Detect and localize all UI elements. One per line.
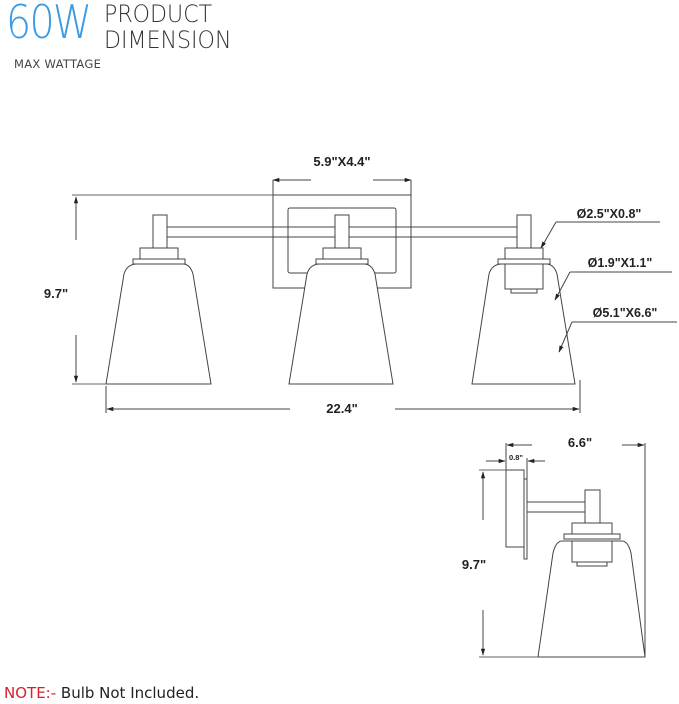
side-depth-label: 6.6" [568,435,592,450]
side-height-label: 9.7" [462,557,486,572]
front-height-label: 9.7" [44,286,68,301]
product-header: 60W PRODUCT DIMENSION MAX WATTAGE [0,0,260,80]
lamp-right [471,214,576,385]
callout-socket: Ø1.9"X1.1" [588,256,653,270]
note-label: NOTE:- [4,684,57,702]
front-width-label: 22.4" [326,401,357,416]
callout-shade: Ø5.1"X6.6" [593,306,658,320]
title-product: PRODUCT [104,0,213,28]
front-view [72,177,677,413]
lamp-center [288,214,394,385]
backplate-dimension-label: 5.9"X4.4" [313,154,370,169]
lamp-left [105,214,212,385]
max-wattage-value: 60W [6,0,92,49]
max-wattage-label: MAX WATTAGE [14,57,102,71]
note-text: Bulb Not Included. [56,684,200,702]
title-dimension: DIMENSION [104,26,232,54]
side-view [479,442,646,658]
bulb-note: NOTE:- Bulb Not Included. [4,684,199,702]
callout-canopy: Ø2.5"X0.8" [577,207,642,221]
backplate-depth-label: 0.8" [509,453,523,462]
